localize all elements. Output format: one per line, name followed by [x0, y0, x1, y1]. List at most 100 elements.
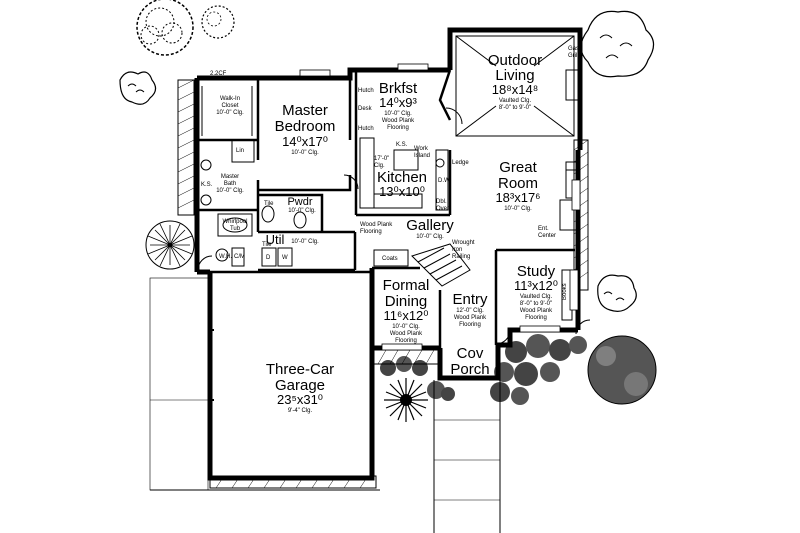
brkfst-note-2: Wood Plank [382, 118, 415, 124]
wood-plank-label-1: Wood Plank [360, 222, 393, 228]
dbl-oven-label-2: Oven [436, 206, 450, 212]
entry-note-2: Wood Plank [454, 315, 487, 321]
interior-walls [197, 69, 575, 348]
ent-center-label-1: Ent. [538, 226, 549, 232]
work-island-label-2: Island [414, 153, 430, 159]
formal-dining-name-2: Dining [385, 293, 428, 310]
master-bedroom-note: 10'-0" Clg. [291, 150, 319, 156]
great-room-name-2: Room [498, 175, 538, 192]
master-bath-label-1: Master [221, 174, 239, 180]
outdoor-living-name-2: Living [495, 67, 534, 84]
garage-name-2: Garage [275, 377, 325, 394]
entry-note-3: Flooring [459, 322, 481, 328]
clg-17-label-1: 17'-0" [374, 156, 389, 162]
wrought-label-3: Railing [452, 254, 470, 260]
walk-in-closet-label-3: 10'-0" Clg. [216, 110, 244, 116]
closet-22-label: 2.2CF [210, 71, 227, 77]
dryer-label: D [266, 255, 271, 261]
formal-dining-note-2: Wood Plank [390, 331, 423, 337]
kitchen-name: Kitchen [377, 169, 427, 186]
util-name: Util [266, 232, 285, 247]
ks-left-label: K.S. [201, 182, 213, 188]
cov-porch-name-2: Porch [450, 361, 489, 378]
walk-in-closet-label-2: Closet [221, 103, 238, 109]
ent-center-label-2: Center [538, 233, 556, 239]
dbl-oven-label-1: Dbl. [436, 199, 447, 205]
study-note-4: Flooring [525, 315, 547, 321]
tree-top-left [136, 0, 235, 56]
study-note-1: Vaulted Clg. [520, 294, 553, 300]
outdoor-living-note-2: 8'-0" to 9'-0" [499, 105, 531, 111]
entry-note-1: 12'-0" Clg. [456, 308, 484, 314]
whirlpool-label-1: Whirlpool [222, 219, 247, 225]
wh-label: W.H. [219, 254, 232, 260]
gas-grill-label-1: Gas [568, 46, 579, 52]
formal-dining-note-3: Flooring [395, 338, 417, 344]
fixtures [197, 35, 591, 401]
master-bath-label-2: Bath [224, 181, 236, 187]
tile-util-label: Tile [262, 242, 272, 248]
util-note: 10'-0" Clg. [291, 239, 319, 245]
desk-label: Desk [358, 106, 373, 112]
master-bedroom-name-1: Master [282, 102, 328, 119]
shrub-row-entry [490, 334, 587, 405]
outdoor-living-note-1: Vaulted Clg. [499, 98, 532, 104]
shrub-top-left-small [119, 71, 157, 105]
tree-top-right [580, 10, 655, 78]
master-bath-label-3: 10'-0" Clg. [216, 188, 244, 194]
garage-note: 9'-4" Clg. [288, 408, 313, 414]
brkfst-dim: 14⁰x9³ [379, 95, 417, 110]
gas-grill-label-2: Grill [568, 53, 579, 59]
washer-label: W [282, 255, 288, 261]
wood-plank-label-2: Flooring [360, 229, 382, 235]
pwdr-note: 10'-0" Clg. [288, 208, 316, 214]
cov-porch-name-1: Cov [457, 345, 484, 362]
brkfst-name: Brkfst [379, 80, 418, 97]
kitchen-dim: 13⁰x10⁰ [379, 184, 425, 199]
study-note-3: Wood Plank [520, 308, 553, 314]
annotations: 2.2CF Walk-In Closet 10'-0" Clg. Master … [201, 46, 579, 300]
master-bedroom-name-2: Bedroom [275, 118, 336, 135]
master-bedroom-dim: 14⁰x17⁰ [282, 134, 328, 149]
walkway [433, 380, 501, 533]
outdoor-living-dim: 18⁸x14⁸ [492, 82, 538, 97]
dw-label: D.W. [438, 178, 451, 184]
staircase [411, 243, 471, 287]
clg-17-label-2: Clg. [374, 163, 385, 169]
cm-label: C/M [234, 254, 245, 260]
great-room-note: 10'-0" Clg. [504, 206, 532, 212]
wrought-label-2: Iron [452, 247, 462, 253]
formal-dining-note-1: 10'-0" Clg. [392, 324, 420, 330]
pwdr-name: Pwdr [287, 196, 312, 208]
formal-dining-name-1: Formal [383, 277, 430, 294]
shrub-left-mid [145, 220, 195, 270]
study-name: Study [517, 263, 556, 280]
starburst-plant [384, 378, 428, 422]
gallery-name: Gallery [406, 217, 454, 234]
study-note-2: 8'-0" to 9'-0" [520, 301, 552, 307]
wrought-label-1: Wrought [452, 240, 475, 246]
coats-label: Coats [382, 256, 398, 262]
brkfst-note-3: Flooring [387, 125, 409, 131]
ks-kitchen-label: K.S. [396, 142, 408, 148]
work-island-label-1: Work [414, 146, 429, 152]
entry-name: Entry [452, 291, 488, 308]
shrub-right-small [597, 274, 637, 312]
great-room-name-1: Great [499, 159, 537, 176]
garage-name-1: Three-Car [266, 361, 334, 378]
walk-in-closet-label-1: Walk-In [220, 96, 240, 102]
hutch-mid-label: Hutch [358, 126, 374, 132]
brkfst-note-1: 10'-0" Clg. [384, 111, 412, 117]
great-room-dim: 18³x17⁶ [495, 190, 540, 205]
formal-dining-dim: 11⁶x12⁰ [383, 308, 428, 323]
driveway [149, 277, 380, 491]
landscape [119, 0, 657, 533]
whirlpool-label-2: Tub [230, 226, 241, 232]
ledge-label: Ledge [452, 160, 469, 166]
room-labels: Outdoor Living 18⁸x14⁸ Vaulted Clg. 8'-0… [266, 52, 558, 414]
lin-label: Lin [236, 148, 244, 154]
garage-dim: 23⁵x31⁰ [277, 392, 323, 407]
study-dim: 11³x12⁰ [514, 278, 558, 293]
outdoor-living-name-1: Outdoor [488, 52, 542, 69]
